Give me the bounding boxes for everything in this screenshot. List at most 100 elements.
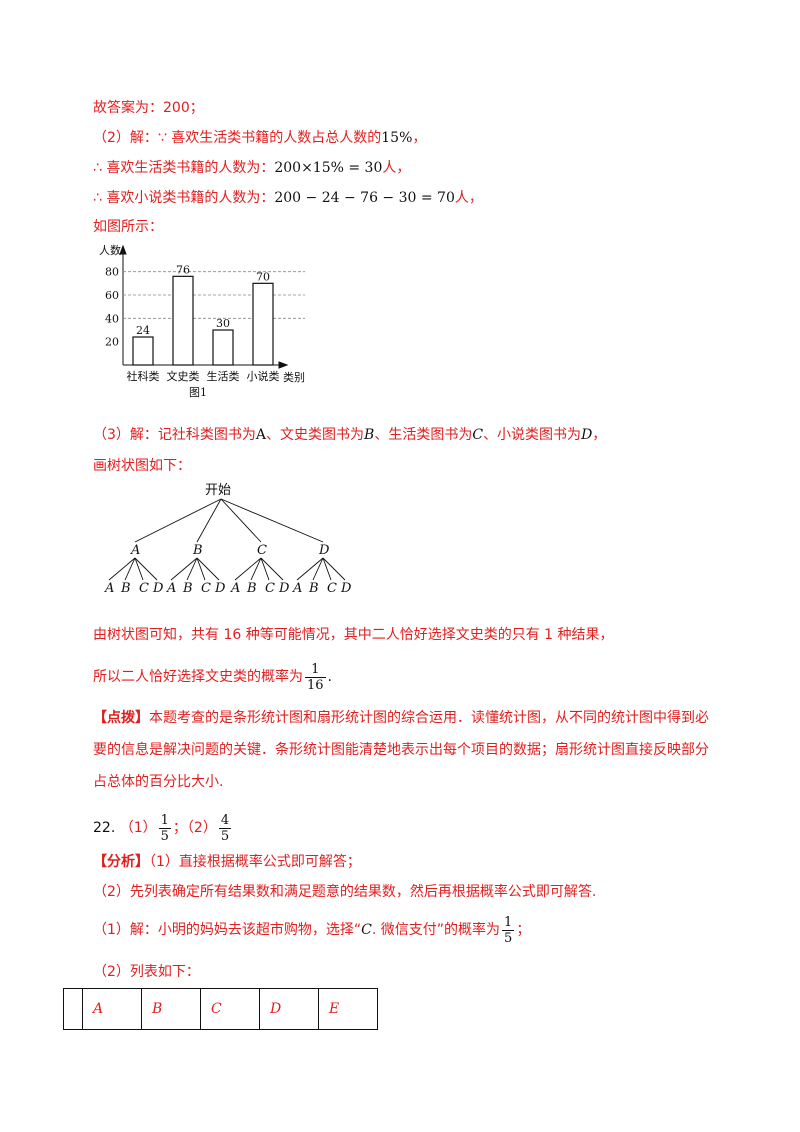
part-label: （2） xyxy=(186,820,217,836)
text: （1）解：小明的妈妈去该超市购物，选择“ xyxy=(93,922,362,938)
figure-caption: 图1 xyxy=(189,386,207,399)
text: . xyxy=(327,669,332,685)
figure-intro: 如图所示： xyxy=(93,219,163,235)
tree-branch xyxy=(260,557,284,581)
x-axis-label: 类别 xyxy=(283,370,305,384)
tree-node-level1: B xyxy=(192,543,203,558)
part2-line-3: ∴ 喜欢小说类书籍的人数为：200 − 24 − 76 − 30 = 70人， xyxy=(93,188,483,208)
tree-branch xyxy=(220,498,262,543)
tree-branch xyxy=(108,557,136,581)
tree-branch xyxy=(234,557,262,581)
separator: ； xyxy=(172,820,187,836)
y-tick-label: 60 xyxy=(105,289,119,302)
tree-node-level2: A xyxy=(166,581,176,596)
numerator: 1 xyxy=(305,662,326,678)
tree-branch xyxy=(186,557,198,581)
tree-node-level2: D xyxy=(278,581,290,596)
tree-intro: 画树状图如下： xyxy=(93,458,191,474)
x-tick-label: 文史类 xyxy=(167,369,200,383)
dianbo-paragraph: 【点拨】本题考查的是条形统计图和扇形统计图的综合运用．读懂统计图，从不同的统计图… xyxy=(93,702,715,798)
denominator: 16 xyxy=(307,677,324,693)
part3-line-1: （3）解：记社科类图书为A、文史类图书为B、生活类图书为C、小说类图书为D， xyxy=(93,425,606,445)
tree-node-level2: C xyxy=(139,581,149,596)
denominator: 5 xyxy=(160,828,169,844)
tree-branch xyxy=(220,498,324,543)
text: （1）直接根据概率公式即可解答； xyxy=(149,854,361,870)
numerator: 1 xyxy=(502,914,515,931)
y-axis-arrow xyxy=(119,244,127,255)
tree-node-level2: D xyxy=(152,581,164,596)
bar-value-label: 70 xyxy=(256,270,270,283)
text: 人， xyxy=(382,160,411,176)
table-cell: E xyxy=(318,988,378,1030)
tree-branch xyxy=(312,557,324,581)
tree-node-level2: C xyxy=(327,581,337,596)
math-expression: 200×15% = 30 xyxy=(274,160,383,176)
tree-node-level2: D xyxy=(340,581,352,596)
answer-line: 故答案为：200； xyxy=(93,100,204,116)
outcome-table: A B C D E xyxy=(63,988,378,1030)
analysis-tag: 【分析】 xyxy=(93,854,149,870)
numerator: 1 xyxy=(158,812,171,829)
tree-node-level2: D xyxy=(214,581,226,596)
label-c: C xyxy=(361,922,372,938)
tree-branch xyxy=(196,498,222,543)
analysis-line-2: （2）先列表确定所有结果数和满足题意的结果数，然后再根据概率公式即可解答. xyxy=(93,884,597,900)
analysis-line-1: 【分析】（1）直接根据概率公式即可解答； xyxy=(93,852,361,872)
tree-node-level2: A xyxy=(292,581,302,596)
label-b: B xyxy=(364,427,375,443)
text: ， xyxy=(412,130,427,146)
tree-node-level1: A xyxy=(130,543,140,558)
text: . 微信支付”的概率为 xyxy=(371,922,501,938)
text: 、生活类图书为 xyxy=(374,427,473,443)
solution-line-2: （2）列表如下： xyxy=(93,964,200,980)
tree-branch xyxy=(124,557,136,581)
y-tick-label: 20 xyxy=(105,336,119,349)
dianbo-text: 本题考查的是条形统计图和扇形统计图的综合运用．读懂统计图，从不同的统计图中得到必… xyxy=(93,710,709,790)
y-tick-label: 40 xyxy=(105,312,119,325)
text: （3）解：记社科类图书为 xyxy=(93,427,256,443)
text: 、文史类图书为 xyxy=(266,427,365,443)
bar-value-label: 24 xyxy=(136,324,150,337)
table-cell: C xyxy=(200,988,260,1030)
tree-branch xyxy=(250,557,262,581)
y-tick-label: 80 xyxy=(105,266,119,279)
tree-branch xyxy=(196,557,220,581)
tree-node-level2: B xyxy=(246,581,257,596)
text: 、小说类图书为 xyxy=(483,427,582,443)
label-c: C xyxy=(472,427,484,443)
tree-branch xyxy=(134,557,144,581)
bar-value-label: 30 xyxy=(216,317,230,330)
tree-node-level1: C xyxy=(257,543,267,558)
tree-node-level2: B xyxy=(120,581,131,596)
tree-branch xyxy=(322,557,332,581)
text: 所以二人恰好选择文史类的概率为 xyxy=(93,669,303,685)
bar-value-label: 76 xyxy=(176,263,190,276)
y-axis-label: 人数 xyxy=(99,244,121,257)
table-cell: B xyxy=(141,988,201,1030)
tree-node-level2: C xyxy=(201,581,211,596)
tree-node-level2: C xyxy=(265,581,275,596)
x-tick-label: 生活类 xyxy=(207,369,240,383)
table-cell: D xyxy=(259,988,319,1030)
part-label: （1） xyxy=(119,820,157,836)
bar-chart: 20406080 24763070 社科类文史类生活类小说类 人数 类别 图1 xyxy=(99,244,305,399)
bar xyxy=(132,336,154,366)
denominator: 5 xyxy=(504,930,513,946)
tree-root: 开始 xyxy=(205,483,231,498)
text: （2）解：∵ 喜欢生活类书籍的人数占总人数的 xyxy=(93,130,382,146)
x-tick-label: 社科类 xyxy=(127,369,160,383)
part2-line-1: （2）解：∵ 喜欢生活类书籍的人数占总人数的15%， xyxy=(93,128,426,148)
question-number: 22. xyxy=(93,820,116,836)
tree-node-level2: A xyxy=(104,581,114,596)
tree-branch xyxy=(260,557,270,581)
numerator: 4 xyxy=(218,812,232,829)
math-expression: 15% xyxy=(381,130,413,146)
tree-branch xyxy=(296,557,324,581)
tree-node-level2: B xyxy=(308,581,319,596)
